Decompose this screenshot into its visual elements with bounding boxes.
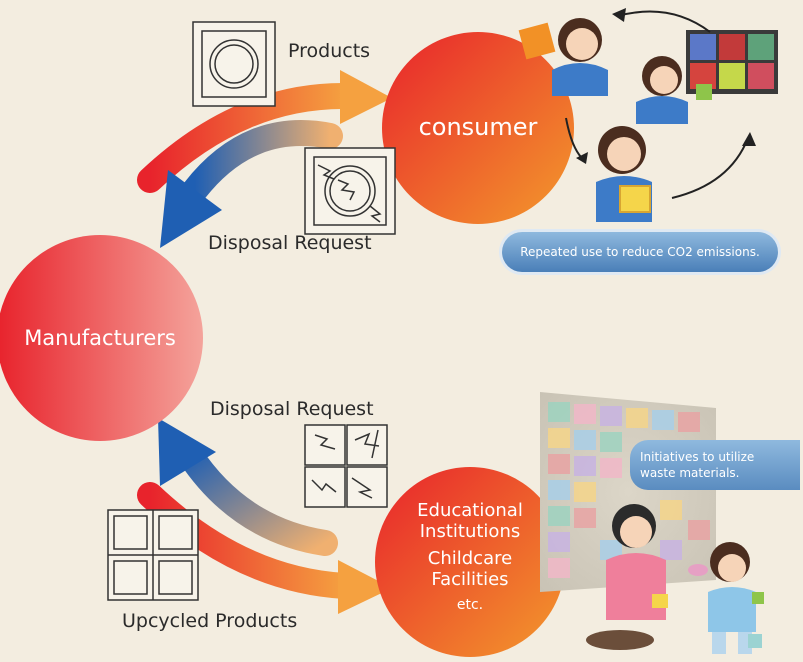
arrow-disposal-bottom <box>158 418 338 556</box>
arrow-disposal-top <box>160 120 343 248</box>
broken-tiles-icon <box>304 424 388 508</box>
initiatives-line-1: Initiatives to utilize <box>640 450 755 464</box>
institutions-line-4: Facilities <box>431 569 509 590</box>
institutions-line-1: Educational <box>417 500 523 521</box>
institutions-line-5: etc. <box>456 597 484 613</box>
disposal-request-bottom-label: Disposal Request <box>210 398 374 420</box>
institutions-circle <box>375 467 565 657</box>
children-illustration <box>586 504 764 654</box>
consumer-circle <box>382 32 574 224</box>
institutions-label: Educational Institutions Childcare Facil… <box>390 500 550 616</box>
product-tile-icon <box>192 21 276 107</box>
repeated-use-callout: Repeated use to reduce CO2 emissions. <box>502 232 778 272</box>
arrow-products <box>137 70 392 193</box>
initiatives-callout: Initiatives to utilize waste materials. <box>630 440 800 490</box>
consumer-family-illustration <box>518 8 778 222</box>
upcycled-products-label: Upcycled Products <box>122 610 298 632</box>
disposal-request-top-label: Disposal Request <box>208 232 372 254</box>
upcycled-tiles-icon <box>107 509 199 601</box>
initiatives-line-2: waste materials. <box>640 466 740 480</box>
manufacturers-circle <box>0 235 203 441</box>
institutions-line-2: Institutions <box>419 521 521 542</box>
products-label: Products <box>288 40 371 62</box>
consumer-label: consumer <box>418 113 538 141</box>
manufacturers-label: Manufacturers <box>24 326 176 350</box>
institutions-line-3: Childcare <box>427 548 513 569</box>
broken-tile-icon <box>304 147 396 235</box>
